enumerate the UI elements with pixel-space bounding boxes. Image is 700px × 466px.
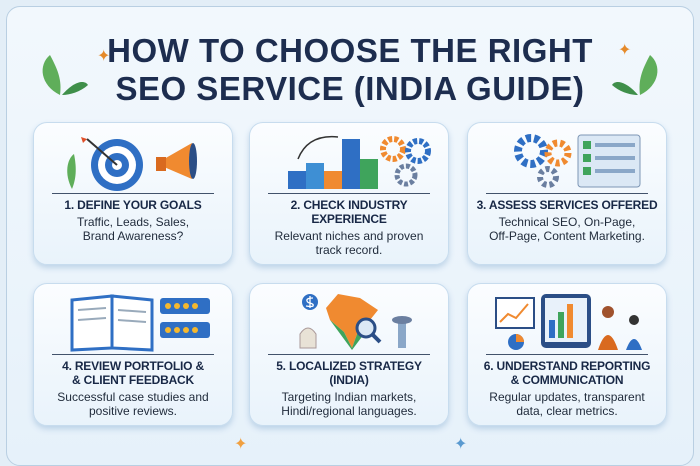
sparkle-icon: ✦	[618, 42, 632, 59]
card-description: Traffic, Leads, Sales,Brand Awareness?	[36, 215, 230, 243]
desc-line: Hindi/regional languages.	[281, 404, 417, 418]
card-title: 4. REVIEW PORTFOLIO && CLIENT FEEDBACK	[36, 359, 230, 387]
title-line: 6. UNDERSTAND REPORTING	[483, 359, 651, 373]
desc-line: Technical SEO, On-Page,	[498, 215, 636, 229]
divider	[268, 354, 430, 355]
card-text: 2. CHECK INDUSTRY EXPERIENCE Relevant ni…	[252, 198, 446, 257]
desc-line: Relevant niches and proven	[274, 229, 424, 243]
desc-line: positive reviews.	[88, 404, 178, 418]
desc-line: Regular updates, transparent	[489, 390, 645, 404]
desc-line: Targeting Indian markets,	[281, 390, 417, 404]
title-line: & COMMUNICATION	[510, 373, 624, 387]
card-title: 1. DEFINE YOUR GOALS	[64, 198, 202, 212]
india-map-icon	[299, 294, 412, 350]
desc-line: data, clear metrics.	[516, 404, 618, 418]
leaf-icon	[42, 55, 88, 95]
card-title: 5. LOCALIZED STRATEGY(INDIA)	[252, 359, 446, 387]
card-text: 3. ASSESS SERVICES OFFERED Technical SEO…	[470, 198, 664, 243]
divider	[268, 193, 430, 194]
divider	[52, 193, 214, 194]
title-line: 5. LOCALIZED STRATEGY	[276, 359, 422, 373]
target-megaphone-icon	[67, 137, 197, 191]
divider	[486, 354, 648, 355]
card-title: 2. CHECK INDUSTRY EXPERIENCE	[290, 198, 408, 226]
card-text: 1. DEFINE YOUR GOALS Traffic, Leads, Sal…	[36, 198, 230, 243]
card-reporting: 6. UNDERSTAND REPORTING& COMMUNICATION R…	[467, 283, 667, 426]
desc-line: Off-Page, Content Marketing.	[489, 229, 645, 243]
title-line: (INDIA)	[329, 373, 369, 387]
card-text: 4. REVIEW PORTFOLIO && CLIENT FEEDBACK S…	[36, 359, 230, 418]
sparkle-icon: ✦	[97, 48, 111, 65]
desc-line: Brand Awareness?	[82, 229, 184, 243]
title-line: & CLIENT FEEDBACK	[72, 373, 194, 387]
blocks-gears-icon	[288, 135, 431, 189]
card-title: 6. UNDERSTAND REPORTING& COMMUNICATION	[470, 359, 664, 387]
card-review-portfolio: 4. REVIEW PORTFOLIO && CLIENT FEEDBACK S…	[33, 283, 233, 426]
desc-line: track record.	[315, 243, 383, 257]
gears-checklist-icon	[514, 134, 641, 188]
divider	[486, 193, 648, 194]
card-localized-strategy: 5. LOCALIZED STRATEGY(INDIA) Targeting I…	[249, 283, 449, 426]
sparkle-icon: ✦	[234, 436, 248, 453]
title-line-2: SEO SERVICE (INDIA GUIDE)	[115, 70, 585, 107]
book-stars-icon	[70, 294, 210, 352]
title-line: 4. REVIEW PORTFOLIO &	[62, 359, 204, 373]
card-industry-experience: 2. CHECK INDUSTRY EXPERIENCE Relevant ni…	[249, 122, 449, 265]
card-description: Technical SEO, On-Page,Off-Page, Content…	[470, 215, 664, 243]
leaf-icon	[612, 55, 658, 95]
card-text: 5. LOCALIZED STRATEGY(INDIA) Targeting I…	[252, 359, 446, 418]
reporting-dashboard-icon	[495, 294, 642, 350]
card-description: Targeting Indian markets,Hindi/regional …	[252, 390, 446, 418]
desc-line: Successful case studies and	[57, 390, 209, 404]
desc-line: Traffic, Leads, Sales,	[76, 215, 190, 229]
divider	[52, 354, 214, 355]
sparkle-icon: ✦	[454, 436, 468, 453]
card-title: 3. ASSESS SERVICES OFFERED	[476, 198, 658, 212]
card-services-offered: 3. ASSESS SERVICES OFFERED Technical SEO…	[467, 122, 667, 265]
title-line-1: HOW TO CHOOSE THE RIGHT	[107, 32, 593, 69]
card-text: 6. UNDERSTAND REPORTING& COMMUNICATION R…	[470, 359, 664, 418]
card-define-goals: 1. DEFINE YOUR GOALS Traffic, Leads, Sal…	[33, 122, 233, 265]
